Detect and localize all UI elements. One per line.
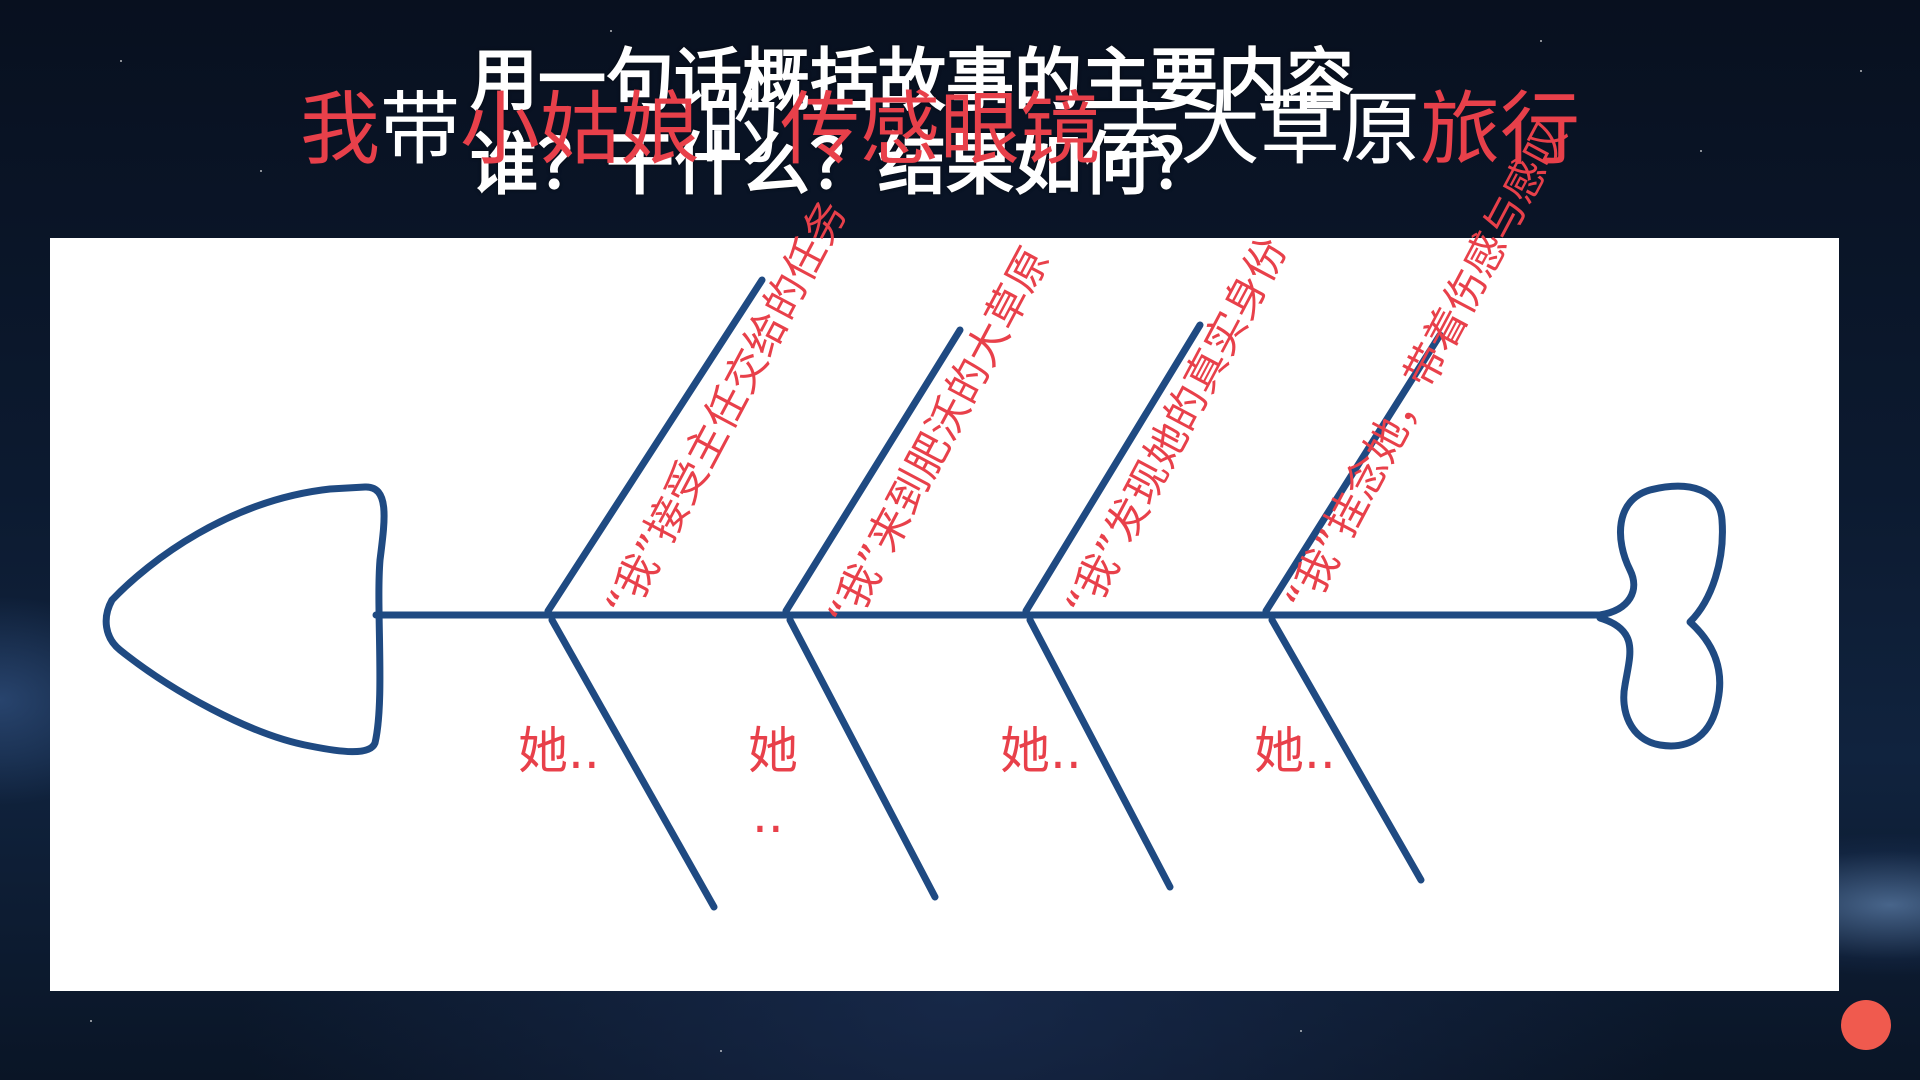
summary-part-3: ⼩姑娘: [460, 83, 700, 176]
summary-part-6: 去大草原: [1100, 83, 1420, 176]
lower-branch-label-1: 她..: [518, 722, 600, 780]
upper-bone-3: [1022, 321, 1204, 615]
lower-branch-label-3: 她..: [1000, 722, 1082, 780]
summary-part-1: 我: [300, 83, 380, 176]
lower-bone-2: [786, 616, 939, 901]
title-line-1: 用一句话概括故事的主要内容: [470, 42, 1355, 121]
lower-branch-label-2: 她: [748, 722, 798, 780]
upper-branch-label-3: “我”发现她的真实身份: [1056, 230, 1297, 625]
summary-part-5: 传感眼镜: [780, 83, 1100, 176]
summary-part-2: 带: [380, 83, 460, 176]
page-title: 用一句话概括故事的主要内容 谁？干什么？结果如何？: [470, 40, 1570, 208]
fish-head: [102, 483, 388, 756]
next-slide-dot[interactable]: [1841, 1000, 1891, 1050]
upper-bone-4: [1262, 331, 1444, 615]
lower-bone-4: [1268, 616, 1425, 884]
upper-bone-1: [544, 276, 766, 615]
title-line-2: 谁？干什么？结果如何？: [470, 126, 1219, 205]
upper-bone-2: [782, 326, 964, 615]
lower-bone-3: [1026, 616, 1174, 891]
summary-part-4: 的: [700, 83, 780, 176]
summary-part-7: 旅行: [1420, 83, 1580, 176]
summary-sentence: 我带⼩姑娘的传感眼镜去大草原旅行: [300, 82, 1580, 178]
lower-branch-label-4: 她..: [1254, 722, 1336, 780]
upper-branch-label-2: “我”来到肥沃的大草原: [818, 240, 1059, 635]
fish-tail: [1596, 482, 1726, 750]
lower-branch-extra: ..: [752, 786, 784, 844]
lower-bone-1: [548, 616, 718, 911]
